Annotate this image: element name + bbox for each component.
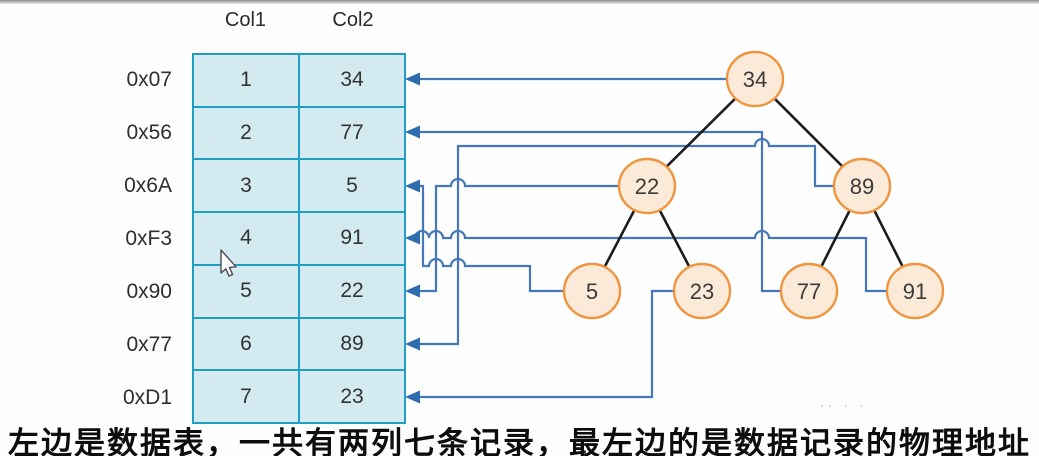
table-cell: 6 xyxy=(194,318,298,370)
table-cell: 34 xyxy=(300,55,404,106)
video-artifact-dots: .. . . xyxy=(820,394,868,410)
address-label: 0x6A xyxy=(124,173,172,197)
table-cell: 5 xyxy=(300,160,404,212)
table-cell: 4 xyxy=(194,213,298,264)
btree-node-89: 89 xyxy=(832,157,892,215)
arrow-line-23 xyxy=(419,289,677,399)
table-cell: 1 xyxy=(194,55,298,106)
address-label: 0xF3 xyxy=(125,226,172,250)
address-label: 0xD1 xyxy=(122,385,172,409)
btree-node-22: 22 xyxy=(617,157,677,215)
node-circle xyxy=(779,262,839,320)
table-cell: 91 xyxy=(300,213,404,264)
arrow-head-icon xyxy=(405,231,420,245)
node-circle xyxy=(885,262,945,320)
address-label: 0x77 xyxy=(126,332,172,356)
address-label: 0x56 xyxy=(126,120,172,144)
arrow-line-77 xyxy=(419,130,784,293)
node-circle xyxy=(725,50,785,108)
btree-node-23: 23 xyxy=(672,262,732,320)
arrow-head-icon xyxy=(405,125,420,139)
arrow-line-91 xyxy=(413,229,891,293)
node-value: 34 xyxy=(743,67,767,92)
node-value: 5 xyxy=(586,279,598,304)
table-cell: 7 xyxy=(194,371,298,422)
node-circle xyxy=(672,262,732,320)
node-circle xyxy=(562,262,622,320)
table-cell: 89 xyxy=(300,318,404,370)
btree-node-77: 77 xyxy=(779,262,839,320)
arrow-line-22 xyxy=(419,177,622,293)
table-cell: 3 xyxy=(194,160,298,212)
arrow-head-icon xyxy=(405,179,420,193)
address-label: 0x07 xyxy=(126,67,172,91)
node-circle xyxy=(832,157,892,215)
btree-node-5: 5 xyxy=(562,262,622,320)
node-value: 77 xyxy=(797,279,821,304)
node-value: 89 xyxy=(850,174,874,199)
table-cell: 22 xyxy=(300,265,404,317)
video-edge-artifact xyxy=(0,0,1039,4)
address-column: 0x07 0x56 0x6A 0xF3 0x90 0x77 0xD1 xyxy=(60,53,172,424)
arrow-line-5 xyxy=(419,184,567,293)
table-cell: 2 xyxy=(194,107,298,159)
arrow-head-icon xyxy=(405,337,420,351)
table-header-col1: Col1 xyxy=(224,9,267,31)
caption-text: 左边是数据表，一共有两列七条记录，最左边的是数据记录的物理地址 xyxy=(8,426,1031,456)
table-header-col2: Col2 xyxy=(332,9,374,31)
node-value: 22 xyxy=(635,174,659,199)
arrow-head-icon xyxy=(405,72,420,86)
btree-node-91: 91 xyxy=(885,262,945,320)
node-value: 91 xyxy=(903,279,927,304)
table-cell: 23 xyxy=(300,371,404,422)
arrow-head-icon xyxy=(405,390,420,404)
table-cell: 77 xyxy=(300,107,404,159)
data-table: 1 34 2 77 3 5 4 91 5 22 6 89 7 23 xyxy=(192,53,406,424)
node-value: 23 xyxy=(690,279,714,304)
arrow-heads xyxy=(405,72,420,404)
node-circle xyxy=(617,157,677,215)
address-label: 0x90 xyxy=(126,279,172,303)
table-cell: 5 xyxy=(194,265,298,317)
mouse-cursor-icon xyxy=(220,249,237,277)
btree-node-34: 34 xyxy=(725,50,785,108)
btree-nodes: 34 22 89 5 23 77 xyxy=(562,50,945,320)
arrow-head-icon xyxy=(405,284,420,298)
arrow-line-89 xyxy=(419,137,837,346)
index-arrows xyxy=(413,77,891,399)
